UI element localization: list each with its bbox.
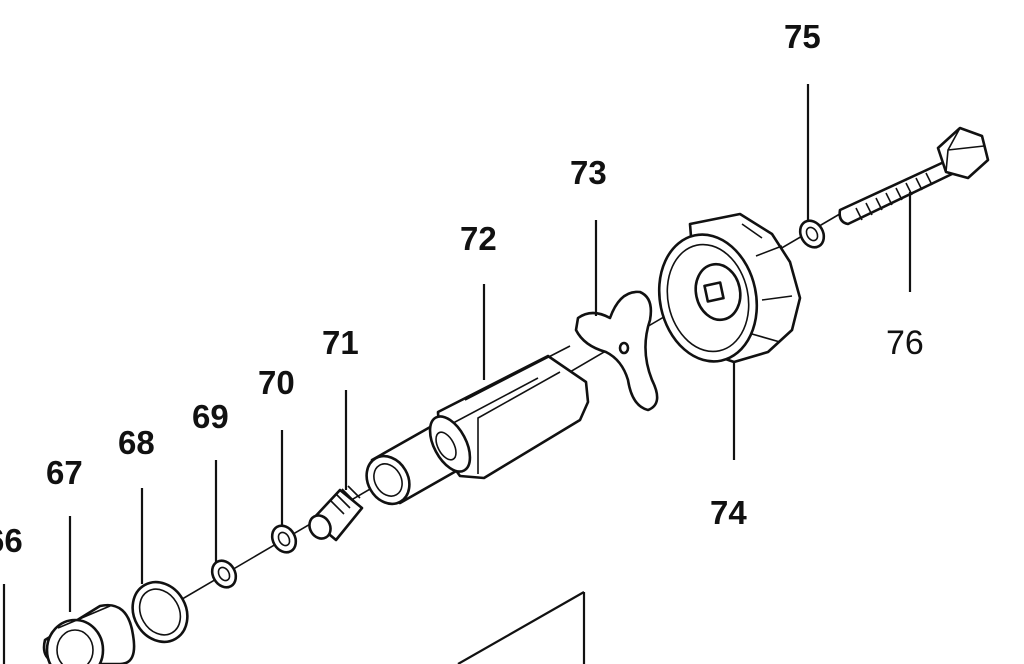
part-75-washer[interactable] [795,216,828,251]
part-74-handwheel[interactable] [648,212,802,371]
leader-lines [68,84,912,612]
part-72-valve-body[interactable] [422,345,590,480]
callout-70: 70 [258,364,295,401]
callout-labels: 66 67 68 69 70 71 72 73 74 75 76 [0,18,924,559]
callout-75: 75 [784,18,821,55]
reference-frame [457,591,586,664]
part-67-sleeve[interactable] [42,603,136,664]
part-69-washer[interactable] [207,556,240,591]
callout-68: 68 [118,424,155,461]
callout-72: 72 [460,220,497,257]
callout-66: 66 [0,522,23,559]
callout-71: 71 [322,324,359,361]
callout-69: 69 [192,398,229,435]
part-73-wing-key[interactable] [574,290,659,412]
callout-67: 67 [46,454,83,491]
callout-74: 74 [710,494,747,531]
part-70-washer[interactable] [267,521,300,556]
part-76-hex-bolt[interactable] [838,126,990,226]
part-68-o-ring[interactable] [122,572,198,652]
part-71-spring-valve[interactable] [305,485,364,542]
callout-73: 73 [570,154,607,191]
callout-76: 76 [886,324,924,362]
